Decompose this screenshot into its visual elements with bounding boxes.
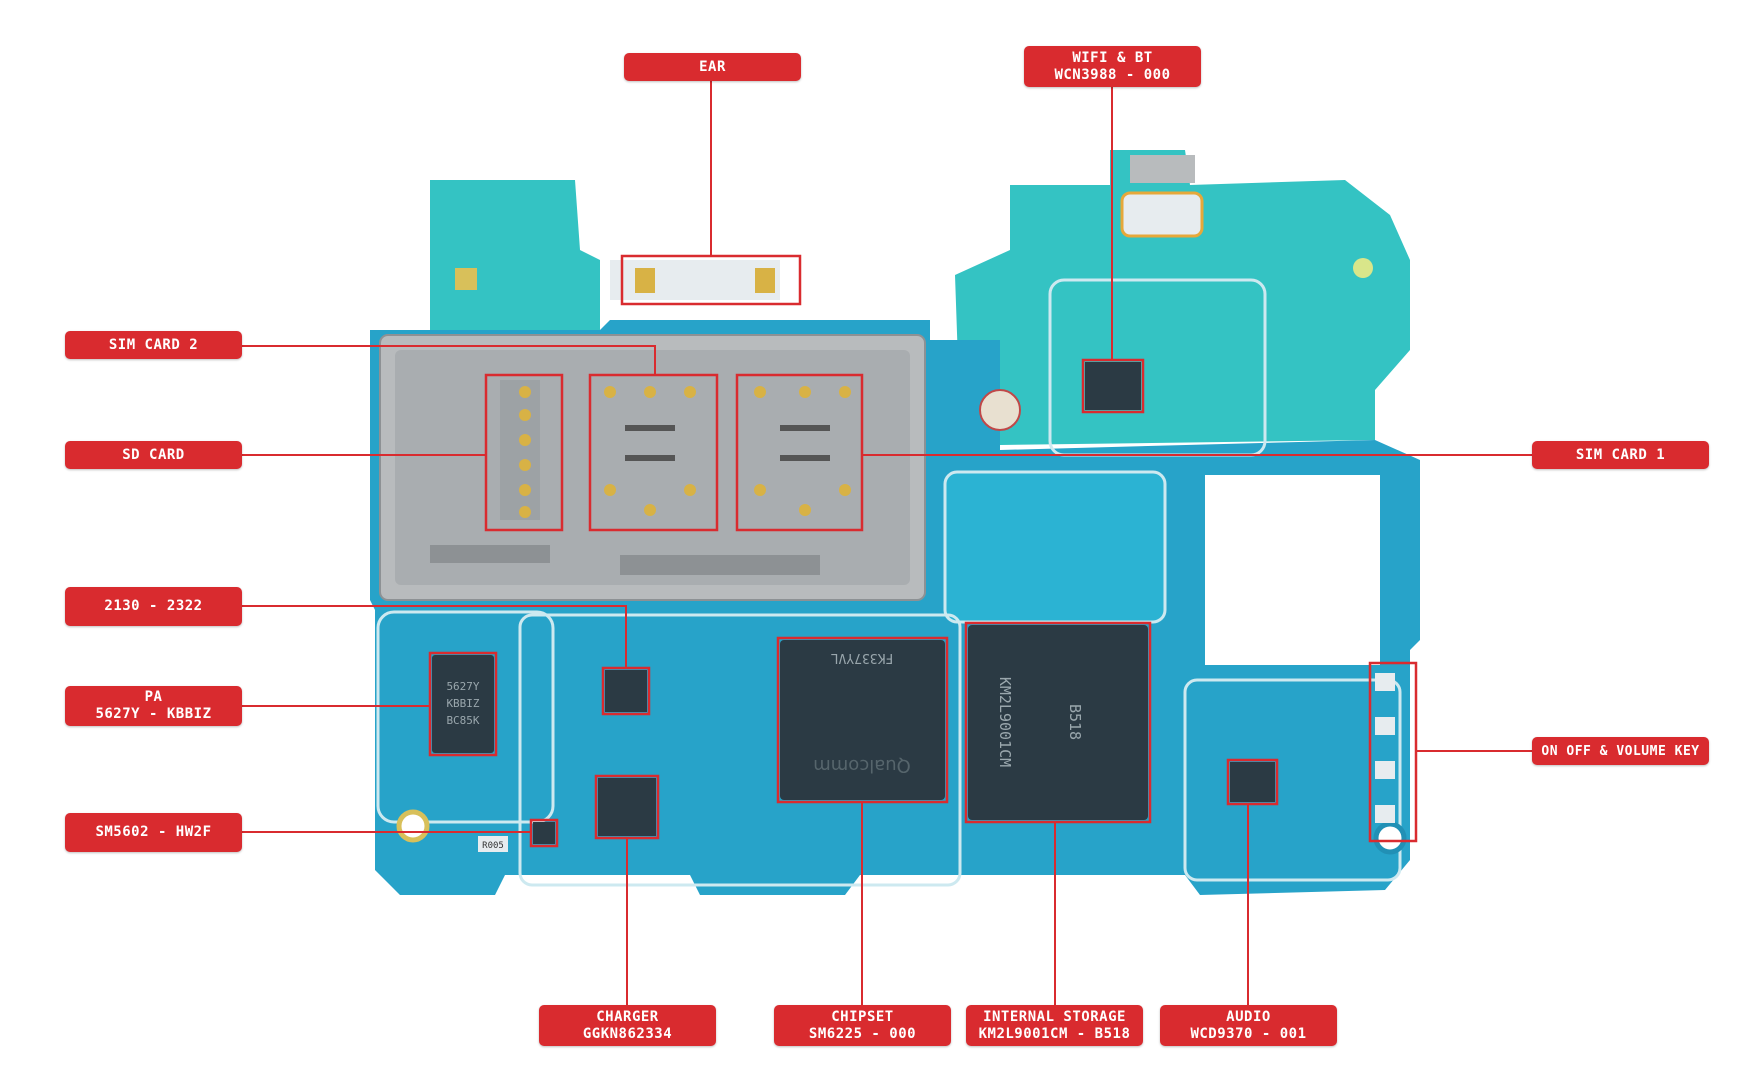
audio-label: AUDIO WCD9370 - 001 [1160,1005,1337,1046]
antenna-connector [1120,191,1204,238]
sim2-contacts [604,386,696,516]
audio-chip [1230,762,1275,802]
pa-label-line2: 5627Y - KBBIZ [95,706,212,722]
sm5602-label: SM5602 - HW2F [65,813,242,852]
sm5602-chip [533,822,555,844]
chipset-label-line1: CHIPSET [831,1008,894,1025]
sd-card-label-text: SD CARD [122,446,185,463]
wifi-chip [1085,362,1141,410]
sim1-highlight [735,373,864,532]
chipset-marking: FK337YVL [831,650,894,665]
r005-marking: R005 [482,841,504,851]
sim-card-2-label: SIM CARD 2 [65,331,242,359]
pcb-region-rf [943,470,1167,624]
gold-pad [455,268,477,290]
chip-2130 [605,670,647,712]
wifi-bt-label-line2: WCN3988 - 000 [1054,66,1171,83]
sd-card-contacts [500,380,540,520]
audio-label-line2: WCD9370 - 001 [1190,1025,1307,1042]
pa-marking-2: KBBIZ [446,697,479,710]
pa-marking-3: BC85K [446,714,479,727]
storage-marking-1: KM2L9001CM [996,677,1014,767]
pcb-region-pa [376,610,555,824]
pa-chip: 5627Y KBBIZ BC85K [432,655,494,753]
sd-card-highlight [484,373,564,532]
callout-lines [241,80,1532,1006]
internal-storage-label: INTERNAL STORAGE KM2L9001CM - B518 [966,1005,1143,1046]
key-contacts [1375,673,1395,823]
mount-hole [1353,258,1373,278]
chipset-label-line2: SM6225 - 000 [808,1025,917,1042]
sim-card-1-label: SIM CARD 1 [1532,441,1709,469]
pa-label-line1: PA [144,689,163,705]
charger-chip [598,778,656,836]
pa-marking-1: 5627Y [446,680,479,693]
sd-card-label: SD CARD [65,441,242,469]
ear-label: EAR [624,53,801,81]
sim-card-2-label-text: SIM CARD 2 [108,336,199,353]
sim2-highlight [588,373,719,532]
chipset-brand: Qualcomm [813,755,911,776]
on-off-volume-label: ON OFF & VOLUME KEY [1532,737,1709,765]
mount-hole [396,809,430,843]
pcb-top-right-section [955,150,1410,445]
wifi-bt-label: WIFI & BT WCN3988 - 000 [1024,46,1201,87]
storage-chip: KM2L9001CM B518 [968,625,1148,820]
pcb-cutout [1205,475,1380,665]
pa-highlight [428,651,498,757]
sim1-contacts [754,386,851,516]
internal-storage-label-line1: INTERNAL STORAGE [983,1008,1126,1025]
sim-tray [379,334,926,601]
code-2130-label: 2130 - 2322 [65,587,242,626]
storage-marking-2: B518 [1066,704,1084,740]
r005-component [478,836,508,852]
antenna-connector-top [1130,155,1195,183]
code-2130-label-text: 2130 - 2322 [104,598,203,614]
audio-highlight [1226,758,1279,806]
mount-hole [1373,821,1407,855]
internal-storage-label-line2: KM2L9001CM - B518 [978,1025,1131,1042]
charger-label-line1: CHARGER [596,1008,659,1025]
pcb-top-left-tab [430,180,600,340]
charger-label: CHARGER GGKN862334 [539,1005,716,1046]
chipset-label: CHIPSET SM6225 - 000 [774,1005,951,1046]
ear-connector [610,260,780,300]
pcb-region-audio [1183,678,1402,882]
on-off-volume-label-text: ON OFF & VOLUME KEY [1541,743,1700,759]
storage-highlight [964,621,1152,824]
sm5602-label-text: SM5602 - HW2F [95,824,212,840]
wifi-bt-label-line1: WIFI & BT [1072,49,1153,66]
sim-card-1-label-text: SIM CARD 1 [1575,446,1666,463]
ear-label-text: EAR [699,58,726,75]
chipset-chip: FK337YVL Qualcomm [780,640,945,800]
audio-label-line1: AUDIO [1226,1008,1271,1025]
charger-label-line2: GGKN862334 [582,1025,673,1042]
pa-label: PA 5627Y - KBBIZ [65,686,242,726]
pcb-region-power [518,613,962,887]
mount-hole [979,389,1021,431]
